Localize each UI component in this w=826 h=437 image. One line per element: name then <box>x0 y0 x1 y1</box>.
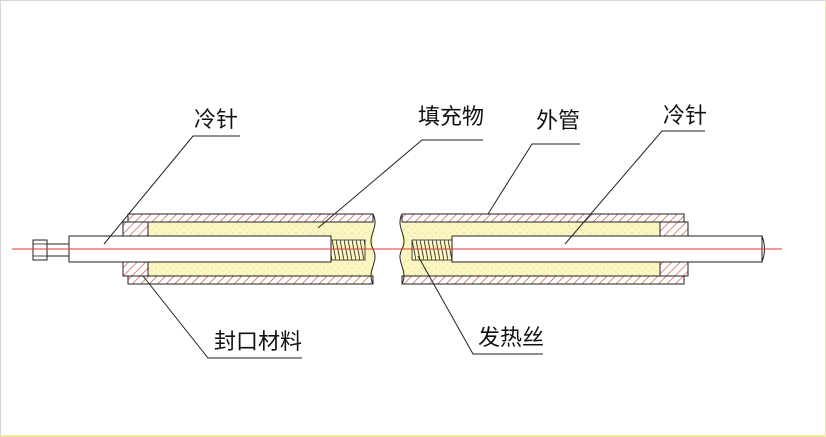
outer-tube-wall-bottom-right <box>401 275 685 285</box>
seal-plug-left-bottom <box>122 261 149 277</box>
label-outer-tube: 外管 <box>536 109 580 134</box>
outer-tube-wall-bottom-left <box>127 275 374 285</box>
left-tube-segment <box>122 213 376 285</box>
label-heating-wire: 发热丝 <box>478 326 544 351</box>
leader-heating-wire <box>417 255 543 355</box>
label-filler: 填充物 <box>418 105 484 130</box>
label-cold-pin-left: 冷针 <box>194 108 238 133</box>
label-seal-material: 封口材料 <box>214 330 302 355</box>
label-cold-pin-right: 冷针 <box>663 104 707 129</box>
seal-plug-left-top <box>122 221 149 237</box>
leader-cold-pin-left <box>103 135 240 245</box>
leader-lines <box>103 130 705 359</box>
seal-plug-right-top <box>659 221 689 237</box>
outer-tube-wall-top-left <box>127 213 374 223</box>
leader-filler <box>317 139 483 229</box>
leader-seal-material <box>142 275 302 359</box>
leader-cold-pin-right <box>564 130 705 245</box>
outer-tube-wall-top-right <box>401 213 685 223</box>
seal-plug-right-bottom <box>659 261 689 277</box>
heating-wire-left <box>330 239 366 261</box>
leader-outer-tube <box>487 143 580 215</box>
